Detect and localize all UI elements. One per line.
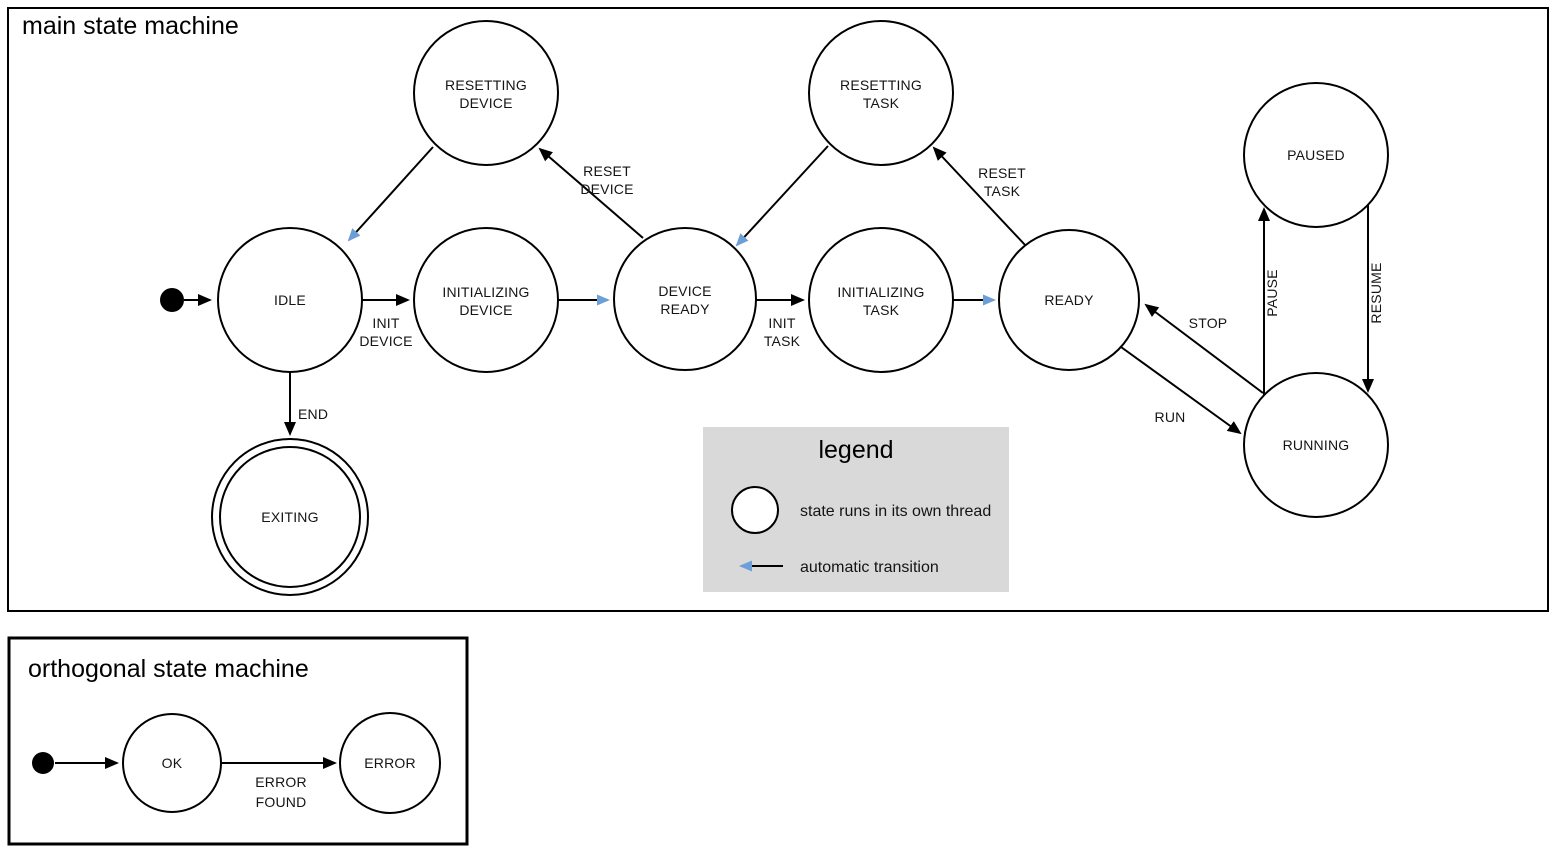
state-initializing-device bbox=[413, 227, 559, 373]
state-error bbox=[339, 712, 441, 814]
main-state-machine-title: main state machine bbox=[22, 12, 239, 40]
transition-reset-task-label-line1: RESET bbox=[978, 165, 1026, 181]
transition-init-device-label-line2: DEVICE bbox=[359, 333, 412, 349]
transition-resetting-task-done bbox=[735, 145, 829, 247]
initial-state-dot bbox=[160, 288, 184, 312]
transition-stop bbox=[1144, 303, 1264, 394]
state-resetting-task-label-line2: TASK bbox=[863, 95, 900, 111]
transition-init-device-label-line1: INIT bbox=[372, 315, 399, 331]
state-ready-label: READY bbox=[1044, 292, 1094, 308]
state-ready bbox=[998, 229, 1140, 371]
state-running-label: RUNNING bbox=[1283, 437, 1350, 453]
state-device-ready bbox=[613, 227, 757, 371]
main-state-machine: main state machine INIT DEVICE INIT TASK… bbox=[7, 7, 1549, 612]
state-device-ready-label-line2: READY bbox=[660, 301, 710, 317]
state-device-ready-label-line1: DEVICE bbox=[658, 283, 711, 299]
transition-reset-device-label-line1: RESET bbox=[583, 163, 631, 179]
state-ok-label: OK bbox=[162, 755, 183, 771]
state-resetting-task-label-line1: RESETTING bbox=[840, 77, 922, 93]
transition-resume-label: RESUME bbox=[1368, 262, 1384, 323]
state-resetting-device-label-line2: DEVICE bbox=[459, 95, 512, 111]
transition-run bbox=[1120, 346, 1242, 435]
state-running bbox=[1243, 372, 1389, 518]
ortho-initial-state-dot bbox=[32, 752, 54, 774]
orthogonal-state-machine: orthogonal state machine ERROR FOUND OK … bbox=[7, 636, 469, 846]
state-initializing-task-label-line1: INITIALIZING bbox=[837, 284, 924, 300]
transition-resetting-device-done bbox=[347, 146, 434, 242]
state-resetting-task bbox=[808, 20, 954, 166]
transition-run-label: RUN bbox=[1155, 409, 1186, 425]
transition-init-task-label-line2: TASK bbox=[764, 333, 801, 349]
state-idle bbox=[217, 227, 363, 373]
state-initializing-device-label-line2: DEVICE bbox=[459, 302, 512, 318]
state-error-label: ERROR bbox=[364, 755, 416, 771]
transition-init-task-label-line1: INIT bbox=[768, 315, 795, 331]
transition-reset-task-label-line2: TASK bbox=[984, 183, 1021, 199]
legend: legend state runs in its own thread auto… bbox=[703, 427, 1009, 592]
legend-thread-state-label: state runs in its own thread bbox=[800, 503, 991, 520]
transition-end-label: END bbox=[298, 406, 328, 422]
state-resetting-device bbox=[413, 20, 559, 166]
state-idle-label: IDLE bbox=[274, 292, 306, 308]
orthogonal-state-machine-title: orthogonal state machine bbox=[28, 655, 309, 683]
legend-thread-state-icon bbox=[731, 486, 779, 534]
state-resetting-device-label-line1: RESETTING bbox=[445, 77, 527, 93]
transition-reset-device bbox=[538, 147, 644, 239]
state-initializing-task-label-line2: TASK bbox=[863, 302, 900, 318]
state-initializing-task bbox=[808, 227, 954, 373]
state-paused bbox=[1243, 82, 1389, 228]
state-paused-label: PAUSED bbox=[1287, 147, 1345, 163]
transition-reset-device-label-line2: DEVICE bbox=[580, 181, 633, 197]
legend-title: legend bbox=[818, 436, 893, 464]
state-ok bbox=[122, 713, 222, 813]
transition-error-found-label-line1: ERROR bbox=[255, 774, 307, 790]
state-exiting-label: EXITING bbox=[261, 509, 318, 525]
transition-stop-label: STOP bbox=[1189, 315, 1228, 331]
legend-auto-transition-label: automatic transition bbox=[800, 559, 939, 576]
state-exiting bbox=[219, 446, 361, 588]
state-initializing-device-label-line1: INITIALIZING bbox=[442, 284, 529, 300]
transition-pause-label: PAUSE bbox=[1264, 269, 1280, 316]
transition-reset-task bbox=[932, 146, 1027, 247]
transition-error-found-label-line2: FOUND bbox=[256, 794, 307, 810]
